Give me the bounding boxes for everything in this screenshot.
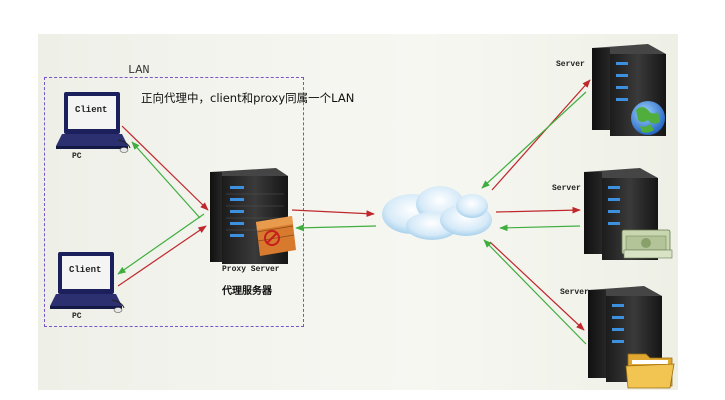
- diagram-caption: 正向代理中，client和proxy同属一个LAN: [141, 91, 355, 105]
- firewall-icon: [256, 216, 296, 256]
- client-1-label: PC: [72, 152, 82, 161]
- server-2-label: Server: [552, 184, 581, 193]
- arrow-proxy-to-internet: [291, 209, 375, 217]
- arrow-internet-to-proxy: [295, 224, 377, 232]
- arrow-internet-to-server1: [491, 79, 591, 191]
- server-1-icon: [592, 44, 666, 136]
- client-2-label: PC: [72, 312, 82, 321]
- client-pc-2: [50, 252, 125, 313]
- internet-cloud-icon: [382, 186, 492, 240]
- arrow-server1-to-internet: [481, 91, 587, 189]
- arrow-proxy-to-client1: [131, 141, 201, 219]
- diagram-background: [38, 34, 678, 390]
- server-3-icon: [588, 286, 675, 389]
- arrow-client1-to-proxy: [121, 125, 209, 211]
- lan-boundary: [44, 77, 304, 327]
- server-2-icon: [584, 168, 673, 260]
- client-2-screen-label: Client: [69, 265, 102, 275]
- server-1-label: Server: [556, 60, 585, 69]
- arrow-internet-to-server3: [489, 241, 585, 331]
- server-3-label: Server: [560, 288, 589, 297]
- lan-label: LAN: [128, 63, 150, 77]
- proxy-server-label-cn: 代理服务器: [222, 286, 272, 297]
- proxy-server-label: Proxy Server: [222, 265, 280, 274]
- arrow-internet-to-server2: [495, 206, 581, 214]
- money-icon: [621, 229, 673, 259]
- client-1-screen-label: Client: [75, 105, 108, 115]
- client-pc-1: [56, 92, 131, 153]
- arrow-client2-to-proxy: [117, 225, 207, 287]
- arrow-proxy-to-client2: [117, 213, 205, 275]
- arrow-server3-to-internet: [483, 239, 587, 345]
- folder-icon: [625, 353, 675, 389]
- arrow-server2-to-internet: [499, 224, 581, 232]
